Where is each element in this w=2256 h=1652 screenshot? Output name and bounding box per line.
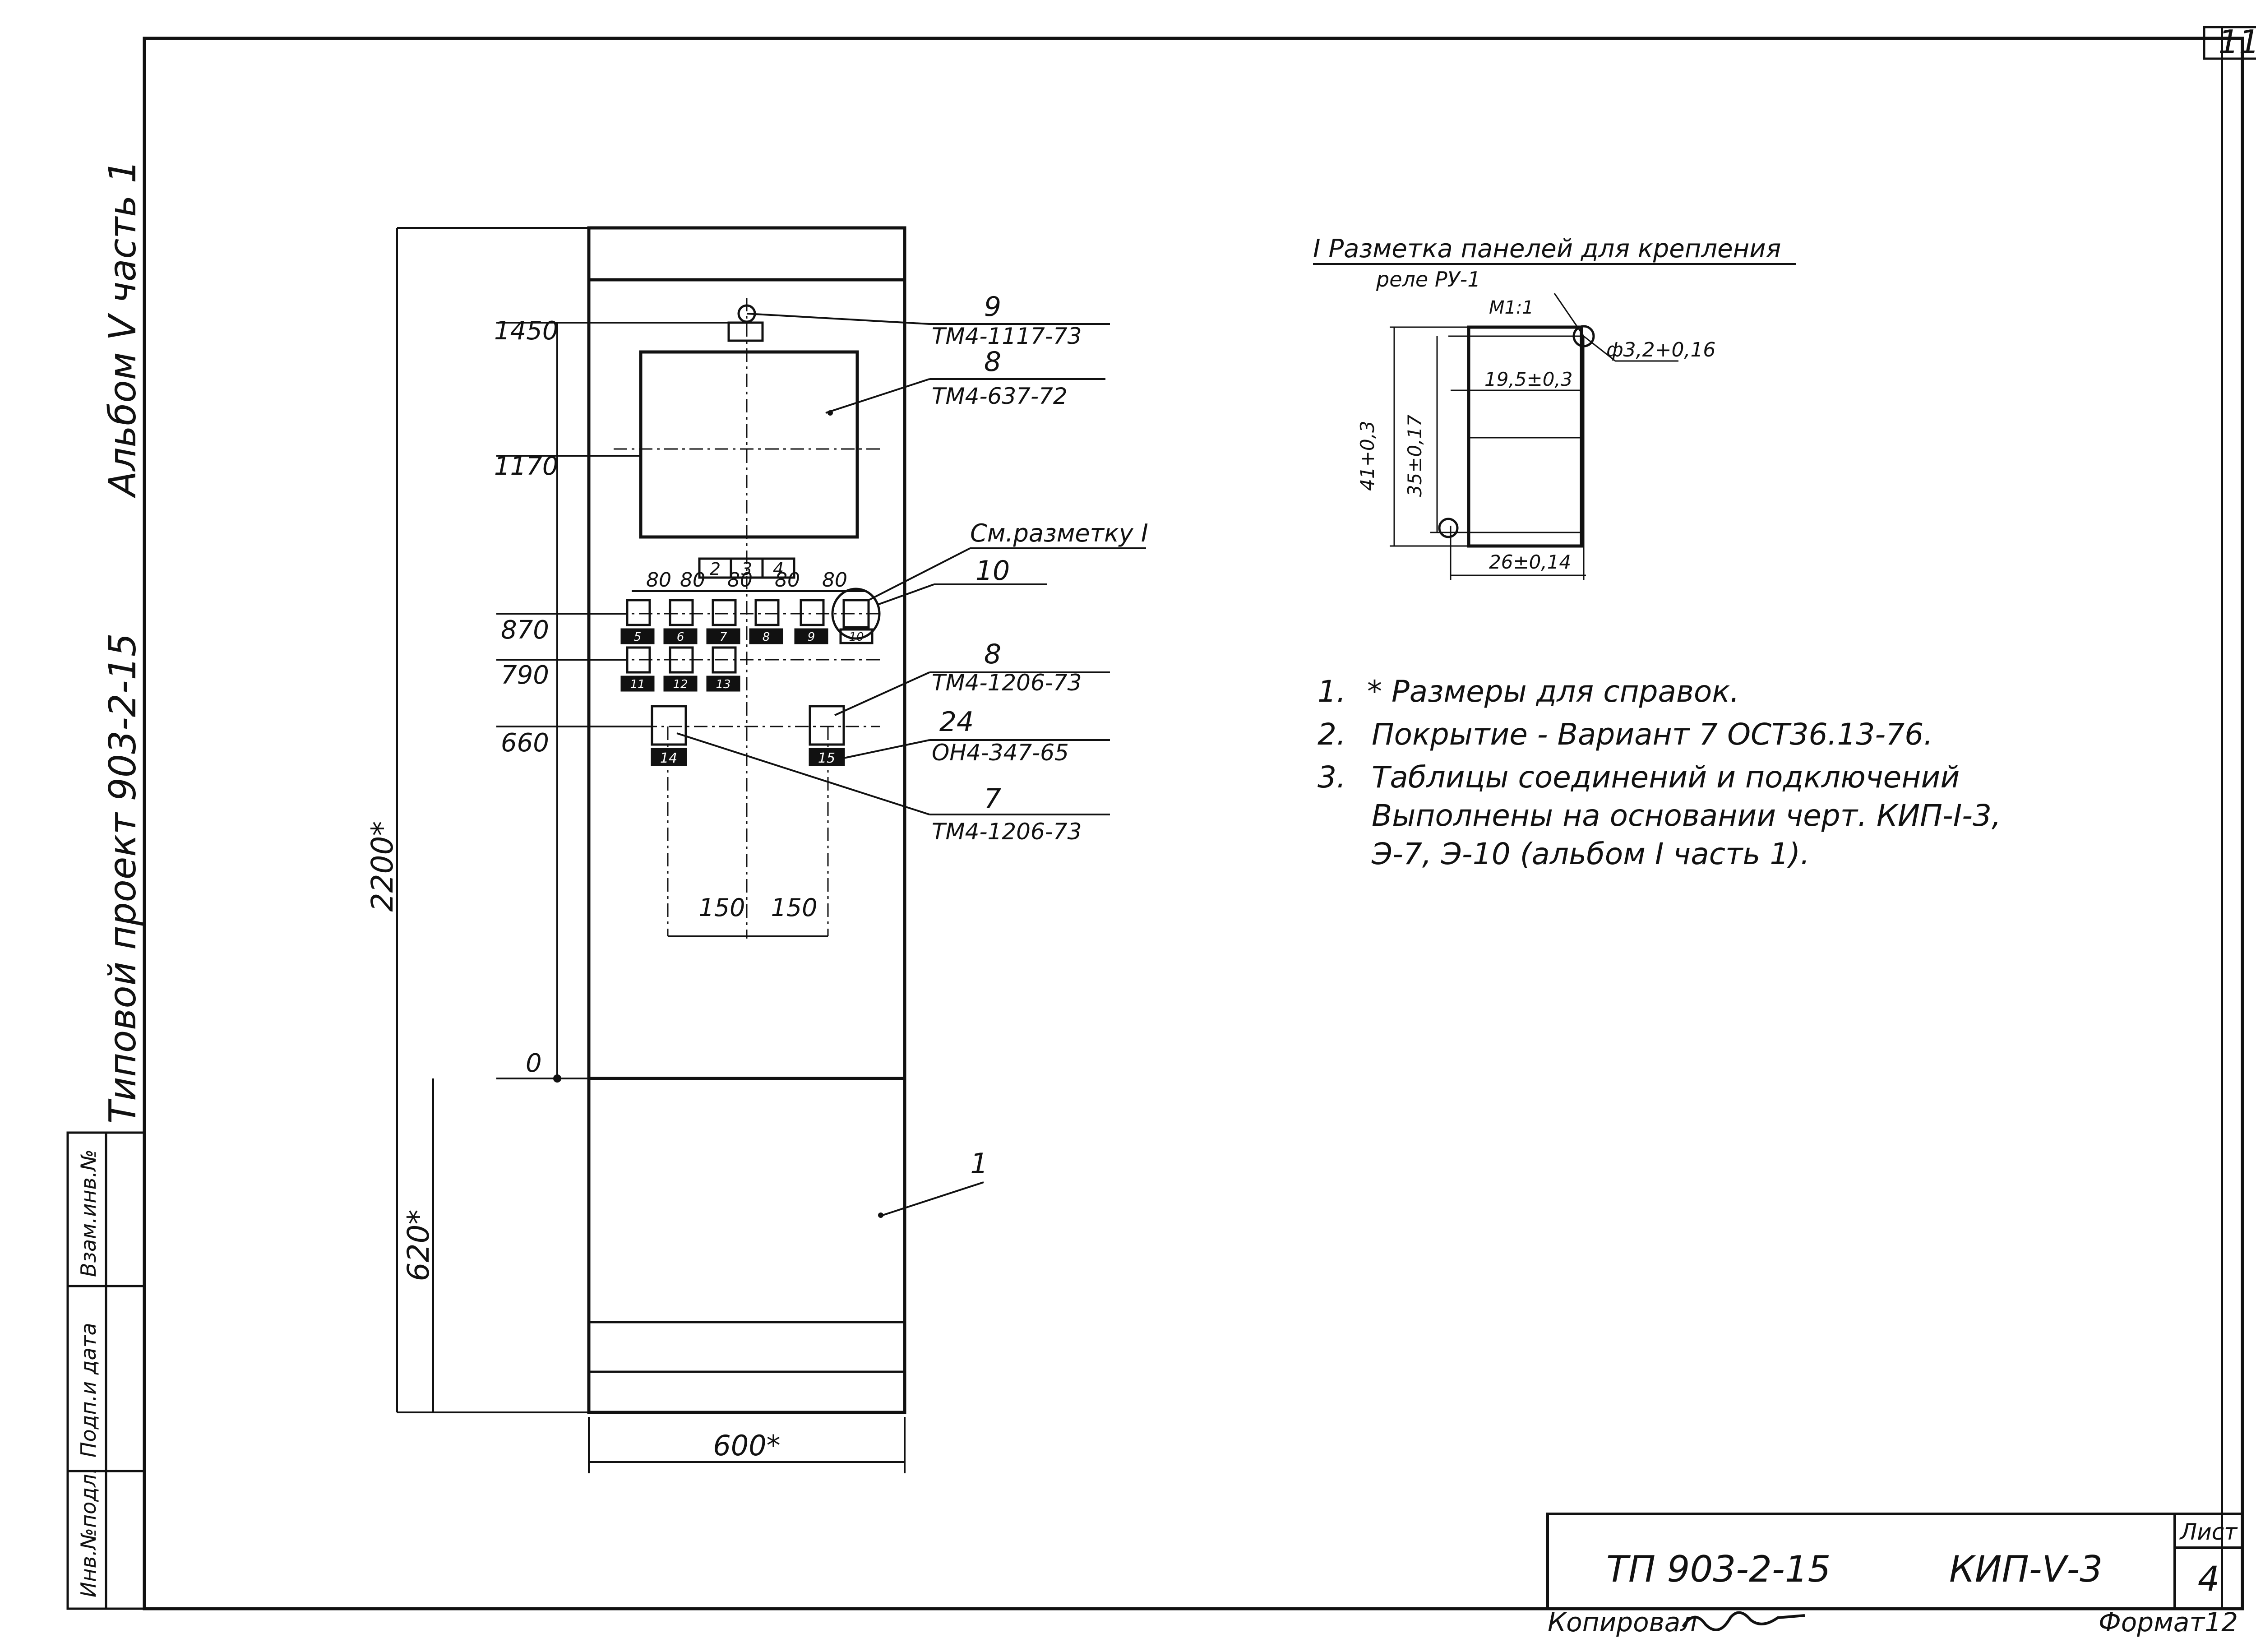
callout-spec-7: ТМ4-1206-73 bbox=[932, 819, 1082, 845]
side-stamp-inv: Инв.№подл. bbox=[76, 1467, 101, 1597]
tag-fills bbox=[623, 630, 843, 764]
note-3-line2: Выполнены на основании черт. КИП-I-3, bbox=[1372, 798, 2001, 833]
center-lines bbox=[614, 298, 884, 939]
sheet-corner-number: 11 bbox=[2218, 23, 2256, 61]
callout-num-8a: 8 bbox=[984, 346, 1001, 378]
callout-num-7: 7 bbox=[984, 783, 1001, 814]
copied-by-label: Копировал bbox=[1548, 1607, 1697, 1638]
callout-num-9: 9 bbox=[984, 291, 1001, 323]
copier-signature bbox=[1682, 1611, 1805, 1631]
callout-spec-24: ОН4-347-65 bbox=[932, 740, 1069, 766]
callout-spec-8a: ТМ4-637-72 bbox=[932, 383, 1068, 409]
lower-tag-14: 14 bbox=[660, 750, 677, 766]
note-3-text: Таблицы соединений и подключений bbox=[1372, 760, 1960, 795]
note-1-text: * Размеры для справок. bbox=[1367, 674, 1739, 709]
title-block bbox=[1546, 1513, 2244, 1610]
level-790: 790 bbox=[501, 661, 549, 690]
relay-tag-9: 9 bbox=[808, 630, 815, 644]
width-dim: 600* bbox=[713, 1429, 780, 1462]
spacing-80-1: 80 bbox=[646, 569, 671, 592]
notes-block: 1. * Размеры для справок. 2. Покрытие - … bbox=[1318, 674, 2001, 871]
side-stamp-sign: Подп.и дата bbox=[76, 1323, 101, 1458]
relay-panel-outline bbox=[1467, 325, 1583, 548]
note-1-num: 1. bbox=[1318, 674, 1346, 709]
detail-subtitle: реле РУ-1 bbox=[1376, 267, 1480, 292]
level-0: 0 bbox=[526, 1049, 542, 1078]
spacing-80-3: 80 bbox=[727, 569, 753, 592]
callout-num-24: 24 bbox=[939, 706, 974, 738]
height-total-dim: 2200* bbox=[365, 821, 400, 912]
detail-scale: М1:1 bbox=[1489, 297, 1534, 318]
detail-title: I Разметка панелей для крепления bbox=[1313, 234, 1781, 264]
leader-lines bbox=[676, 313, 1146, 1217]
level-1450: 1450 bbox=[494, 316, 559, 346]
spacing-80-5: 80 bbox=[822, 569, 847, 592]
spacing-150-right: 150 bbox=[771, 893, 817, 922]
leader-dot bbox=[878, 1212, 883, 1218]
side-project-label: Типовой проект 903-2-15 bbox=[102, 633, 144, 1124]
spacing-80-4: 80 bbox=[775, 569, 800, 592]
leader-dot bbox=[828, 410, 833, 416]
note-2-text: Покрытие - Вариант 7 ОСТ36.13-76. bbox=[1372, 717, 1933, 752]
height-base-dim: 620* bbox=[401, 1210, 436, 1282]
relay-tag-6: 6 bbox=[677, 630, 684, 644]
level-870: 870 bbox=[501, 615, 549, 645]
relay-tag-5: 5 bbox=[634, 630, 642, 644]
callout-spec-8b: ТМ4-1206-73 bbox=[932, 670, 1082, 696]
side-album-label: Альбом Ⅴ часть 1 bbox=[102, 160, 144, 499]
relay-tag-12: 12 bbox=[673, 678, 688, 691]
header-num-3: 3 bbox=[741, 559, 752, 579]
note-3-num: 3. bbox=[1318, 760, 1346, 795]
dim-top: 19,5±0,3 bbox=[1484, 368, 1573, 390]
side-stamp-replace: Взам.инв.№ bbox=[76, 1149, 101, 1277]
relay-tag-13: 13 bbox=[716, 678, 730, 691]
lower-tag-15: 15 bbox=[818, 750, 835, 766]
zero-level-dot bbox=[553, 1074, 561, 1083]
level-dimension-lines bbox=[396, 227, 906, 1473]
title-doc: КИП-Ⅴ-3 bbox=[1949, 1548, 2103, 1590]
dim-height-outer: 41+0,3 bbox=[1356, 421, 1378, 491]
format-label: Формат12 bbox=[2099, 1607, 2238, 1638]
mount-hole-bottom bbox=[1438, 518, 1459, 538]
detail-dimension-lines bbox=[1390, 293, 1678, 580]
dim-height-inner: 35±0,17 bbox=[1404, 415, 1426, 497]
sheet-label: Лист bbox=[2179, 1519, 2238, 1545]
level-1170: 1170 bbox=[494, 452, 559, 481]
dim-hole: ф3,2+0,16 bbox=[1606, 338, 1715, 361]
level-660: 660 bbox=[501, 728, 549, 758]
callout-spec-9: ТМ4-1117-73 bbox=[932, 323, 1082, 349]
relay-tag-7: 7 bbox=[720, 630, 727, 644]
spacing-80-2: 80 bbox=[680, 569, 705, 592]
sheet-frame bbox=[143, 26, 2256, 1610]
callout-num-10: 10 bbox=[975, 555, 1010, 587]
header-num-2: 2 bbox=[710, 559, 721, 579]
callout-num-1: 1 bbox=[970, 1147, 988, 1180]
dim-width: 26±0,14 bbox=[1489, 551, 1571, 573]
note-3-line3: Э-7, Э-10 (альбом I часть 1). bbox=[1371, 837, 1810, 871]
callout-num-8b: 8 bbox=[984, 639, 1001, 670]
relay-tag-8: 8 bbox=[763, 630, 770, 644]
side-stamp-block bbox=[66, 1131, 146, 1610]
spacing-150-left: 150 bbox=[698, 893, 745, 922]
mount-hole-top bbox=[1572, 325, 1595, 347]
relay-tag-10: 10 bbox=[849, 630, 864, 644]
callout-see-marking: См.разметку I bbox=[970, 519, 1148, 547]
header-num-4: 4 bbox=[773, 559, 784, 579]
title-code: ТП 903-2-15 bbox=[1606, 1548, 1831, 1590]
relay-tag-11: 11 bbox=[630, 678, 645, 691]
sheet-number: 4 bbox=[2198, 1559, 2219, 1599]
note-2-num: 2. bbox=[1318, 717, 1346, 752]
